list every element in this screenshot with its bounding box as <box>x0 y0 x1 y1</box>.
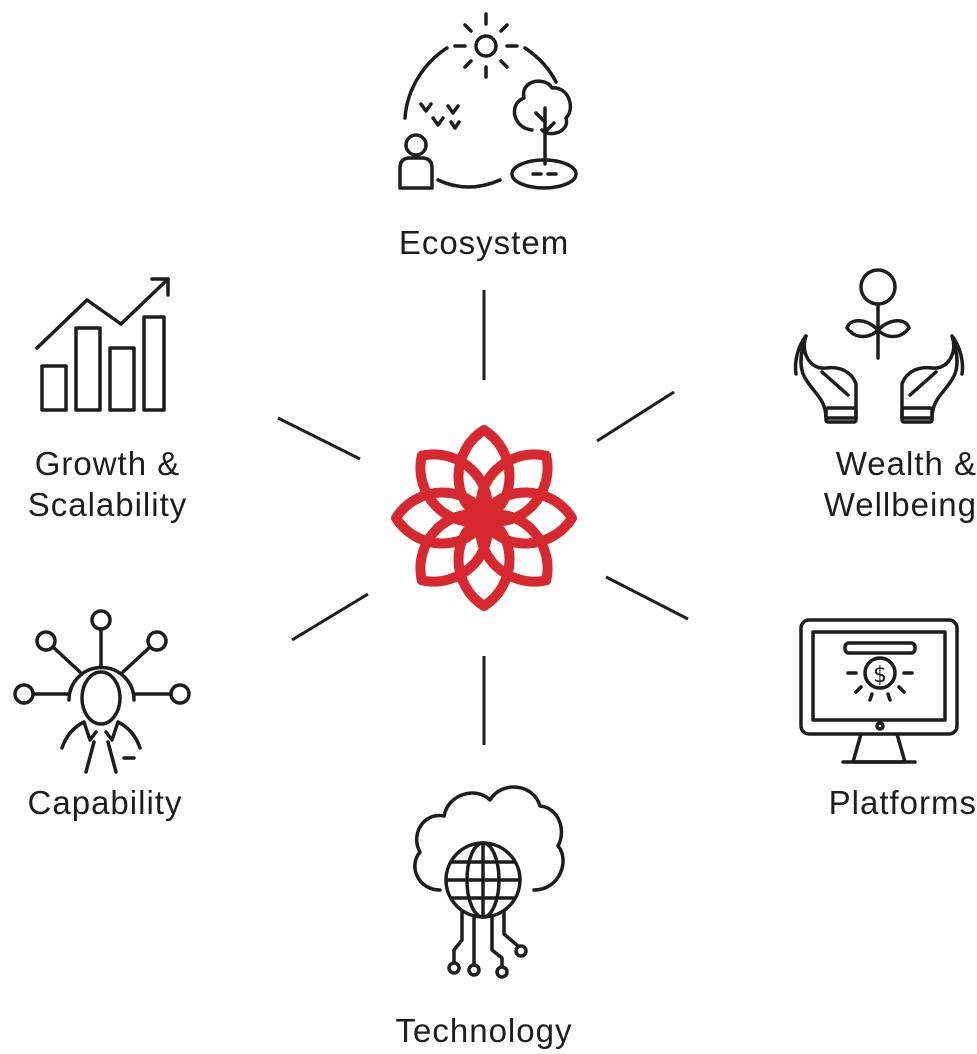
label-capability-text: Capability <box>27 784 183 821</box>
label-growth: Growth & Scalability <box>0 443 215 525</box>
label-growth-line-2: Scalability <box>27 486 188 523</box>
hands-plant-icon <box>793 268 965 424</box>
connector-capability <box>291 592 369 642</box>
red-flower-logo-icon <box>391 425 577 611</box>
connector-lines <box>277 290 689 745</box>
ecosystem-icon <box>398 12 578 190</box>
connector-wealth <box>596 390 675 443</box>
connector-growth <box>277 416 361 461</box>
label-platforms-text: Platforms <box>828 784 977 821</box>
svg-text:$: $ <box>873 663 887 688</box>
label-technology: Technology <box>334 1010 634 1051</box>
label-growth-line-1: Growth & <box>34 445 181 482</box>
growth-chart-icon <box>35 277 170 412</box>
connector-platforms <box>605 575 689 621</box>
label-wealth-line-2: Wellbeing <box>823 486 977 523</box>
label-platforms: Platforms <box>767 782 977 823</box>
label-wealth: Wealth & Wellbeing <box>767 443 977 525</box>
label-ecosystem: Ecosystem <box>334 222 634 263</box>
person-network-icon <box>13 609 191 774</box>
label-technology-text: Technology <box>395 1012 573 1049</box>
monitor-dollar-icon: $ <box>799 618 959 764</box>
label-wealth-line-1: Wealth & <box>835 445 977 482</box>
cloud-globe-icon <box>413 785 565 979</box>
label-ecosystem-text: Ecosystem <box>398 224 570 261</box>
label-capability: Capability <box>0 782 210 823</box>
